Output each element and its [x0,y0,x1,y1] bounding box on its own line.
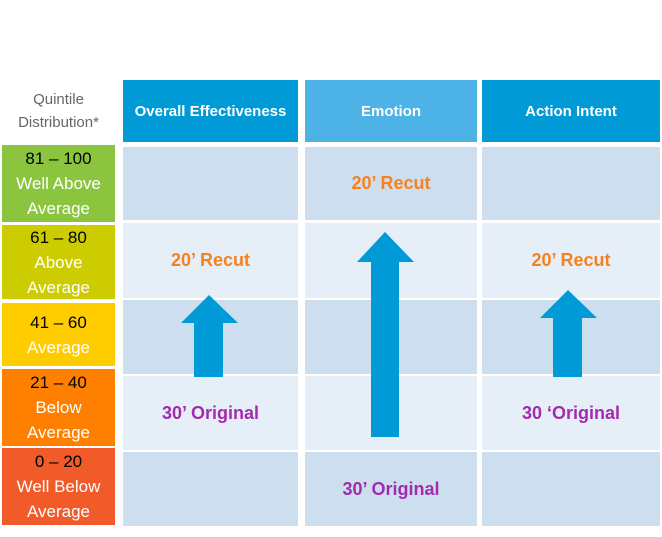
recut-label: 20’ Recut [531,250,611,270]
band-label: Average [26,502,90,521]
grid-cell [482,452,660,526]
band-average: 41 – 60 Average [2,303,115,366]
band-below-average: 21 – 40 Below Average [2,369,115,446]
header-overall-effectiveness: Overall Effectiveness [123,80,298,142]
grid-cell [123,376,298,450]
band-range: 0 – 20 [34,452,83,471]
band-label: Average [26,423,90,442]
grid-cell [305,147,477,220]
band-range: 81 – 100 [25,149,92,168]
grid-cell [123,452,298,526]
original-label: 30 ‘Original [521,402,621,423]
band-range: 61 – 80 [30,227,87,247]
band-range: 41 – 60 [30,312,87,332]
band-label: Average [26,277,90,297]
arrow-up-icon [357,232,414,437]
band-label: Below [35,398,82,417]
original-label: 30’ Original [342,478,440,499]
quintile-header-line2: Distribution* [18,114,99,131]
recut-label: 20’ Recut [170,250,251,270]
band-label: Well Above [16,174,101,193]
quintile-header-line1: Quintile [33,91,84,108]
band-label: Above [34,252,83,272]
band-range: 21 – 40 [30,373,87,392]
band-above-average: 61 – 80 Above Average [2,225,115,299]
grid-cell [123,223,298,298]
band-label: Well Below [16,477,101,496]
band-label: Average [26,199,90,218]
grid-cell [305,452,477,526]
band-label: Average [26,337,90,357]
grid-cell [482,147,660,220]
quintile-header: Quintile Distribution* [2,86,115,136]
recut-label: 20’ Recut [351,173,431,193]
band-well-below-average: 0 – 20 Well Below Average [2,448,115,525]
header-action-intent: Action Intent [482,80,660,142]
arrow-up-icon [181,295,238,377]
grid-cell [482,376,660,450]
grid-cell [482,223,660,298]
grid-cell [123,147,298,220]
band-well-above-average: 81 – 100 Well Above Average [2,145,115,222]
header-emotion: Emotion [305,80,477,142]
arrow-up-icon [540,290,597,377]
original-label: 30’ Original [161,402,260,423]
